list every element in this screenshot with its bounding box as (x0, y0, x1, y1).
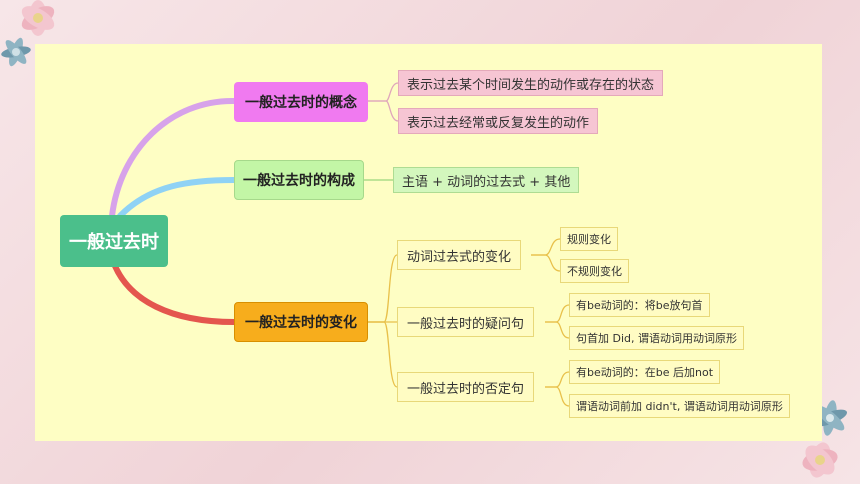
changes-verb-past-form[interactable]: 动词过去式的变化 (397, 240, 522, 270)
node-changes[interactable]: 一般过去时的变化 (234, 302, 368, 342)
changes-negative-form[interactable]: 一般过去时的否定句 (397, 372, 535, 402)
node-structure[interactable]: 一般过去时的构成 (234, 160, 364, 200)
verb-irregular-change[interactable]: 不规则变化 (560, 259, 629, 283)
changes-question-form[interactable]: 一般过去时的疑问句 (397, 307, 535, 337)
flower-decoration-top-left (1, 0, 55, 67)
question-rule-be[interactable]: 有be动词的：将be放句首 (569, 293, 710, 317)
negative-rule-didnt[interactable]: 谓语动词前加 didn't, 谓语动词用动词原形 (569, 394, 790, 418)
verb-regular-change[interactable]: 规则变化 (560, 227, 618, 251)
node-concept[interactable]: 一般过去时的概念 (234, 82, 368, 122)
root-node[interactable]: 一般过去时 (60, 215, 168, 267)
question-rule-did[interactable]: 句首加 Did, 谓语动词用动词原形 (569, 326, 744, 350)
link-root-changes (112, 263, 237, 325)
negative-rule-be[interactable]: 有be动词的：在be 后加not (569, 360, 721, 384)
structure-item-1[interactable]: 主语 + 动词的过去式 + 其他 (393, 167, 580, 193)
flower-decoration-bottom-right (802, 400, 848, 478)
concept-item-1[interactable]: 表示过去某个时间发生的动作或存在的状态 (398, 70, 664, 96)
link-root-structure (117, 177, 237, 219)
link-root-concept (109, 97, 237, 219)
concept-item-2[interactable]: 表示过去经常或反复发生的动作 (398, 108, 599, 134)
